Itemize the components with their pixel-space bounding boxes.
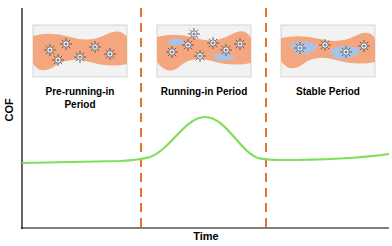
- period-divider: [140, 8, 142, 228]
- pre-running-in-illustration: [33, 25, 127, 77]
- running-in-illustration: [157, 25, 251, 77]
- axis-title: Time: [193, 230, 218, 244]
- period-label: Stable Period: [280, 86, 376, 99]
- y-axis: [21, 8, 22, 229]
- period-label: Pre-running-in Period: [32, 86, 128, 111]
- axis-title: COF: [3, 98, 17, 121]
- x-axis: [21, 227, 389, 228]
- cof-curve: [22, 117, 389, 163]
- stable-illustration: [281, 25, 375, 77]
- period-divider: [265, 8, 267, 228]
- period-label: Running-in Period: [156, 86, 252, 99]
